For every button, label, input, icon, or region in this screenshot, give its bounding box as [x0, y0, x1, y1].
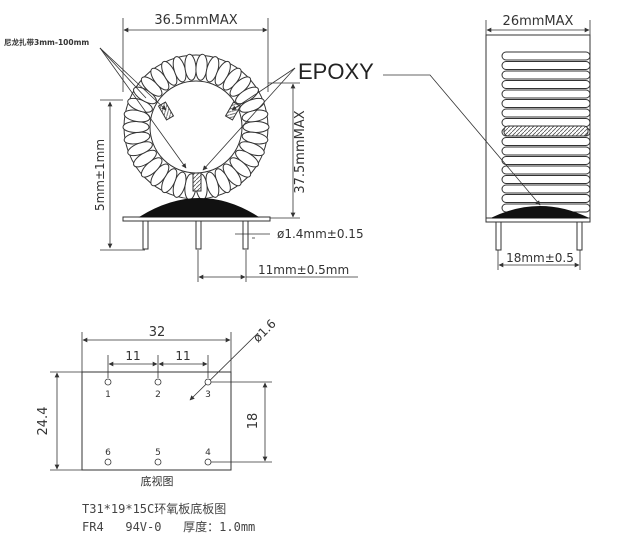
row-spacing-label: 18	[246, 413, 261, 430]
hole-diameter-label: ø1.6	[250, 317, 279, 346]
pin-middle	[195, 220, 202, 250]
front-height-label: 37.5mmMAX	[293, 110, 308, 193]
tie-leader-3	[99, 47, 147, 99]
pin-number-1: 1	[105, 390, 111, 400]
hole-2	[154, 378, 162, 386]
pin-spacing-label: 11mm±0.5mm	[258, 263, 349, 277]
pin-number-2: 2	[155, 390, 161, 400]
base-plate	[122, 216, 271, 222]
winding-loop	[122, 121, 150, 133]
side-base-plate	[485, 217, 591, 223]
nylon-tie-label: 尼龙扎带3mm-100mm	[4, 37, 89, 47]
toroid-inner-edge	[149, 80, 243, 174]
epoxy-fill	[138, 198, 260, 218]
pin-left	[142, 220, 149, 250]
side-coil-turn	[501, 146, 591, 156]
side-coil-turn	[501, 165, 591, 175]
epoxy-leader-1	[231, 67, 296, 111]
side-view	[383, 20, 591, 270]
tie-leader-1	[99, 47, 167, 111]
hole-4	[204, 458, 212, 466]
pin-number-6: 6	[105, 448, 111, 458]
side-coil-turn	[501, 61, 591, 70]
side-coil-turn	[501, 80, 591, 89]
side-coil-turn	[501, 99, 591, 108]
epoxy-leader-side	[383, 74, 541, 206]
side-coil-turn	[501, 70, 591, 80]
hole-3	[204, 378, 212, 386]
side-coil-turn	[501, 108, 591, 118]
side-coil-turn	[501, 51, 591, 61]
side-coil-turn	[501, 175, 591, 184]
bottom-holes	[104, 378, 212, 466]
bottom-board	[81, 371, 232, 471]
side-pin-left	[495, 221, 502, 251]
pin-right	[242, 220, 249, 250]
side-coil-turn	[501, 118, 591, 127]
toroid-coil	[122, 53, 270, 201]
pin-number-3: 3	[205, 390, 211, 400]
front-width-label: 36.5mmMAX	[154, 13, 237, 28]
winding-loop	[242, 121, 270, 133]
side-pin-right	[576, 221, 583, 251]
side-coil-turn	[501, 194, 591, 203]
tie-leader-2	[99, 47, 187, 169]
side-coil-turn	[501, 137, 591, 146]
hole-6	[104, 458, 112, 466]
epoxy-label: EPOXY	[298, 59, 374, 84]
side-pin-spacing-label: 18mm±0.5	[506, 251, 574, 265]
hole-1	[104, 378, 112, 386]
nylon-tie-right	[224, 101, 242, 121]
pin-number-4: 4	[205, 448, 211, 458]
side-tie-band	[503, 125, 589, 137]
epoxy-leader-2	[202, 67, 296, 171]
bottom-view-caption: 底视图	[141, 474, 174, 488]
front-view	[99, 18, 358, 282]
bottom-width-label: 32	[149, 325, 166, 340]
pitch-a-label: 11	[125, 349, 140, 363]
drawing-caption-line2: FR4 94V-0 厚度：1.0mm	[82, 519, 255, 534]
side-epoxy-fill	[491, 206, 589, 219]
nylon-tie-bottom	[192, 172, 202, 192]
side-width-label: 26mmMAX	[503, 14, 574, 29]
bottom-height-label: 24.4	[36, 407, 51, 436]
pitch-b-label: 11	[175, 349, 190, 363]
lead-length-label: 5mm±1mm	[93, 139, 107, 211]
hole-diameter-leader	[189, 332, 259, 401]
side-coil-turn	[501, 184, 591, 194]
side-coil-turn	[501, 156, 591, 165]
drawing-caption-line1: T31*19*15C环氧板底板图	[82, 501, 226, 516]
pin-number-5: 5	[155, 448, 161, 458]
bottom-view	[50, 332, 272, 471]
side-coil-turn	[501, 89, 591, 99]
hole-5	[154, 458, 162, 466]
pin-diameter-label: ø1.4mm±0.15	[277, 227, 364, 241]
